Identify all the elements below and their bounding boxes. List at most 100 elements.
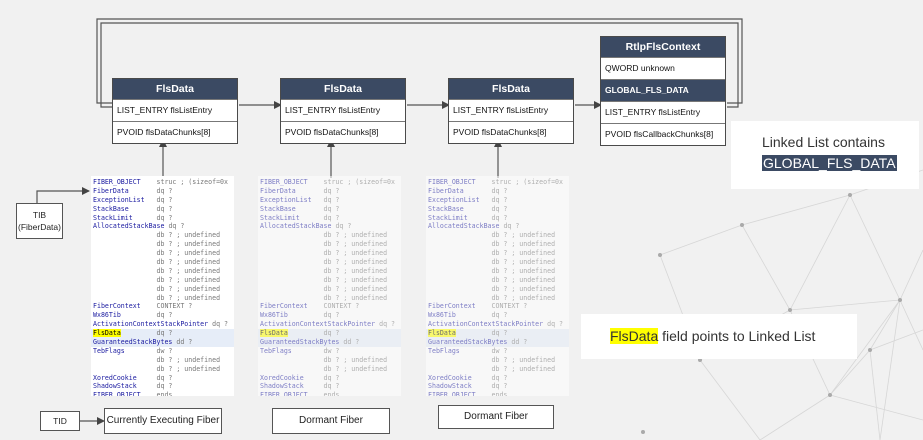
dump-line: db ? ; undefined [428, 293, 556, 302]
dump-line: db ? ; undefined [93, 249, 221, 258]
flsdata-arrows [159, 139, 502, 178]
dump-line: FIBER_OBJECT struc ; (sizeof=0x [93, 178, 228, 186]
dump-line: FiberContext CONTEXT ? [428, 302, 528, 311]
dump-line: ExceptionList dq ? [260, 195, 340, 204]
flsdata-struct-3: FlsData LIST_ENTRY flsListEntry PVOID fl… [448, 78, 574, 144]
dump-line: db ? ; undefined [428, 266, 556, 275]
dump-line: ActivationContextStackPointer dq ? [428, 320, 563, 329]
linked-list-connectors [96, 18, 743, 109]
dump-line: db ? ; undefined [428, 355, 556, 364]
dump-line: FiberData dq ? [93, 186, 173, 195]
flsdata-callout-text: field points to Linked List [658, 328, 816, 344]
rtlpflscontext-struct: RtlpFlsContext QWORD unknown GLOBAL_FLS_… [600, 36, 726, 146]
dump-line: db ? ; undefined [260, 240, 388, 249]
dump-line: ShadowStack dq ? [260, 382, 340, 391]
struct-row: QWORD unknown [601, 57, 725, 79]
dump-line: db ? ; undefined [260, 249, 388, 258]
global-fls-data-highlight: GLOBAL_FLS_DATA [762, 155, 897, 171]
dump-line: db ? ; undefined [260, 355, 388, 364]
struct-row: LIST_ENTRY flsListEntry [449, 99, 573, 121]
dump-line: ActivationContextStackPointer dq ? [93, 320, 228, 329]
dump-line: FiberData dq ? [260, 186, 340, 195]
dump-line: db ? ; undefined [93, 266, 221, 275]
tib-tid-arrows [36, 187, 105, 425]
dormant-fiber-label-2: Dormant Fiber [438, 405, 554, 429]
dump-line: db ? ; undefined [93, 240, 221, 249]
dump-line: StackBase dq ? [428, 204, 508, 213]
struct-title: FlsData [449, 79, 573, 99]
dump-line: FlsData dq ? [426, 329, 569, 339]
dump-line: Wx86Tib dq ? [93, 311, 173, 320]
struct-row: LIST_ENTRY flsListEntry [113, 99, 237, 121]
dump-line: db ? ; undefined [93, 364, 221, 373]
dump-line: ExceptionList dq ? [428, 195, 508, 204]
dormant-fiber-label-1: Dormant Fiber [272, 408, 390, 434]
struct-title: FlsData [113, 79, 237, 99]
dump-line: db ? ; undefined [428, 249, 556, 258]
struct-title: RtlpFlsContext [601, 37, 725, 57]
struct-row: PVOID flsCallbackChunks[8] [601, 123, 725, 145]
dump-line: FiberData dq ? [428, 186, 508, 195]
dump-line: ShadowStack dq ? [428, 382, 508, 391]
tib-label: TIB (FiberData) [16, 203, 63, 239]
dump-line: GuaranteedStackBytes dd ? [258, 338, 401, 347]
dump-line: Wx86Tib dq ? [428, 311, 508, 320]
dump-line: db ? ; undefined [93, 258, 221, 267]
dump-line: db ? ; undefined [260, 284, 388, 293]
dump-line: db ? ; undefined [260, 293, 388, 302]
dump-line: db ? ; undefined [260, 258, 388, 267]
dump-line: FiberContext CONTEXT ? [93, 302, 193, 311]
dump-line: db ? ; undefined [93, 275, 221, 284]
dump-line: StackLimit dq ? [428, 213, 508, 222]
dump-line: db ? ; undefined [260, 266, 388, 275]
dump-line: XoredCookie dq ? [428, 373, 508, 382]
linked-list-callout-text: Linked List contains [762, 134, 885, 150]
dump-line: StackLimit dq ? [93, 213, 173, 222]
dump-line: db ? ; undefined [260, 231, 388, 240]
dump-line: ActivationContextStackPointer dq ? [260, 320, 395, 329]
dump-line: FIBER_OBJECT struc ; (sizeof=0x [428, 178, 563, 186]
dump-line: FIBER_OBJECT ends [93, 391, 173, 396]
dump-line: TebFlags dw ? [260, 346, 340, 355]
dump-line: db ? ; undefined [260, 364, 388, 373]
network-background [659, 169, 923, 440]
dump-line: AllocatedStackBase dq ? [93, 222, 185, 231]
dump-line: StackBase dq ? [260, 204, 340, 213]
dump-line: FiberContext CONTEXT ? [260, 302, 360, 311]
dump-line: TebFlags dw ? [428, 346, 508, 355]
dump-line: db ? ; undefined [428, 240, 556, 249]
struct-row-highlighted: GLOBAL_FLS_DATA [601, 79, 725, 101]
struct-row: LIST_ENTRY flsListEntry [281, 99, 405, 121]
struct-row: PVOID flsDataChunks[8] [281, 121, 405, 143]
dump-line: FIBER_OBJECT ends [428, 391, 508, 396]
struct-row: LIST_ENTRY flsListEntry [601, 101, 725, 123]
dump-line: db ? ; undefined [428, 258, 556, 267]
dump-line: db ? ; undefined [260, 275, 388, 284]
dump-line: XoredCookie dq ? [260, 373, 340, 382]
dump-line: FIBER_OBJECT struc ; (sizeof=0x [260, 178, 395, 186]
dump-line: StackBase dq ? [93, 204, 173, 213]
dump-line: TebFlags dw ? [93, 346, 173, 355]
dump-line: StackLimit dq ? [260, 213, 340, 222]
dump-line: db ? ; undefined [428, 231, 556, 240]
struct-row: PVOID flsDataChunks[8] [113, 121, 237, 143]
tid-label: TID [40, 411, 80, 431]
dump-line: db ? ; undefined [93, 231, 221, 240]
dump-line: ShadowStack dq ? [93, 382, 173, 391]
currently-executing-fiber-label: Currently Executing Fiber [104, 408, 222, 434]
flsdata-struct-2: FlsData LIST_ENTRY flsListEntry PVOID fl… [280, 78, 406, 144]
dump-line: FlsData dq ? [258, 329, 401, 339]
dump-line: db ? ; undefined [428, 284, 556, 293]
dump-line: FIBER_OBJECT ends [260, 391, 340, 396]
dump-line: db ? ; undefined [93, 355, 221, 364]
dump-line: AllocatedStackBase dq ? [428, 222, 520, 231]
dump-line: GuaranteedStackBytes dd ? [426, 338, 569, 347]
struct-row: PVOID flsDataChunks[8] [449, 121, 573, 143]
linked-list-callout: Linked List contains GLOBAL_FLS_DATA [731, 121, 919, 189]
flsdata-highlight: FlsData [610, 328, 659, 344]
flsdata-struct-1: FlsData LIST_ENTRY flsListEntry PVOID fl… [112, 78, 238, 144]
dump-line: XoredCookie dq ? [93, 373, 173, 382]
